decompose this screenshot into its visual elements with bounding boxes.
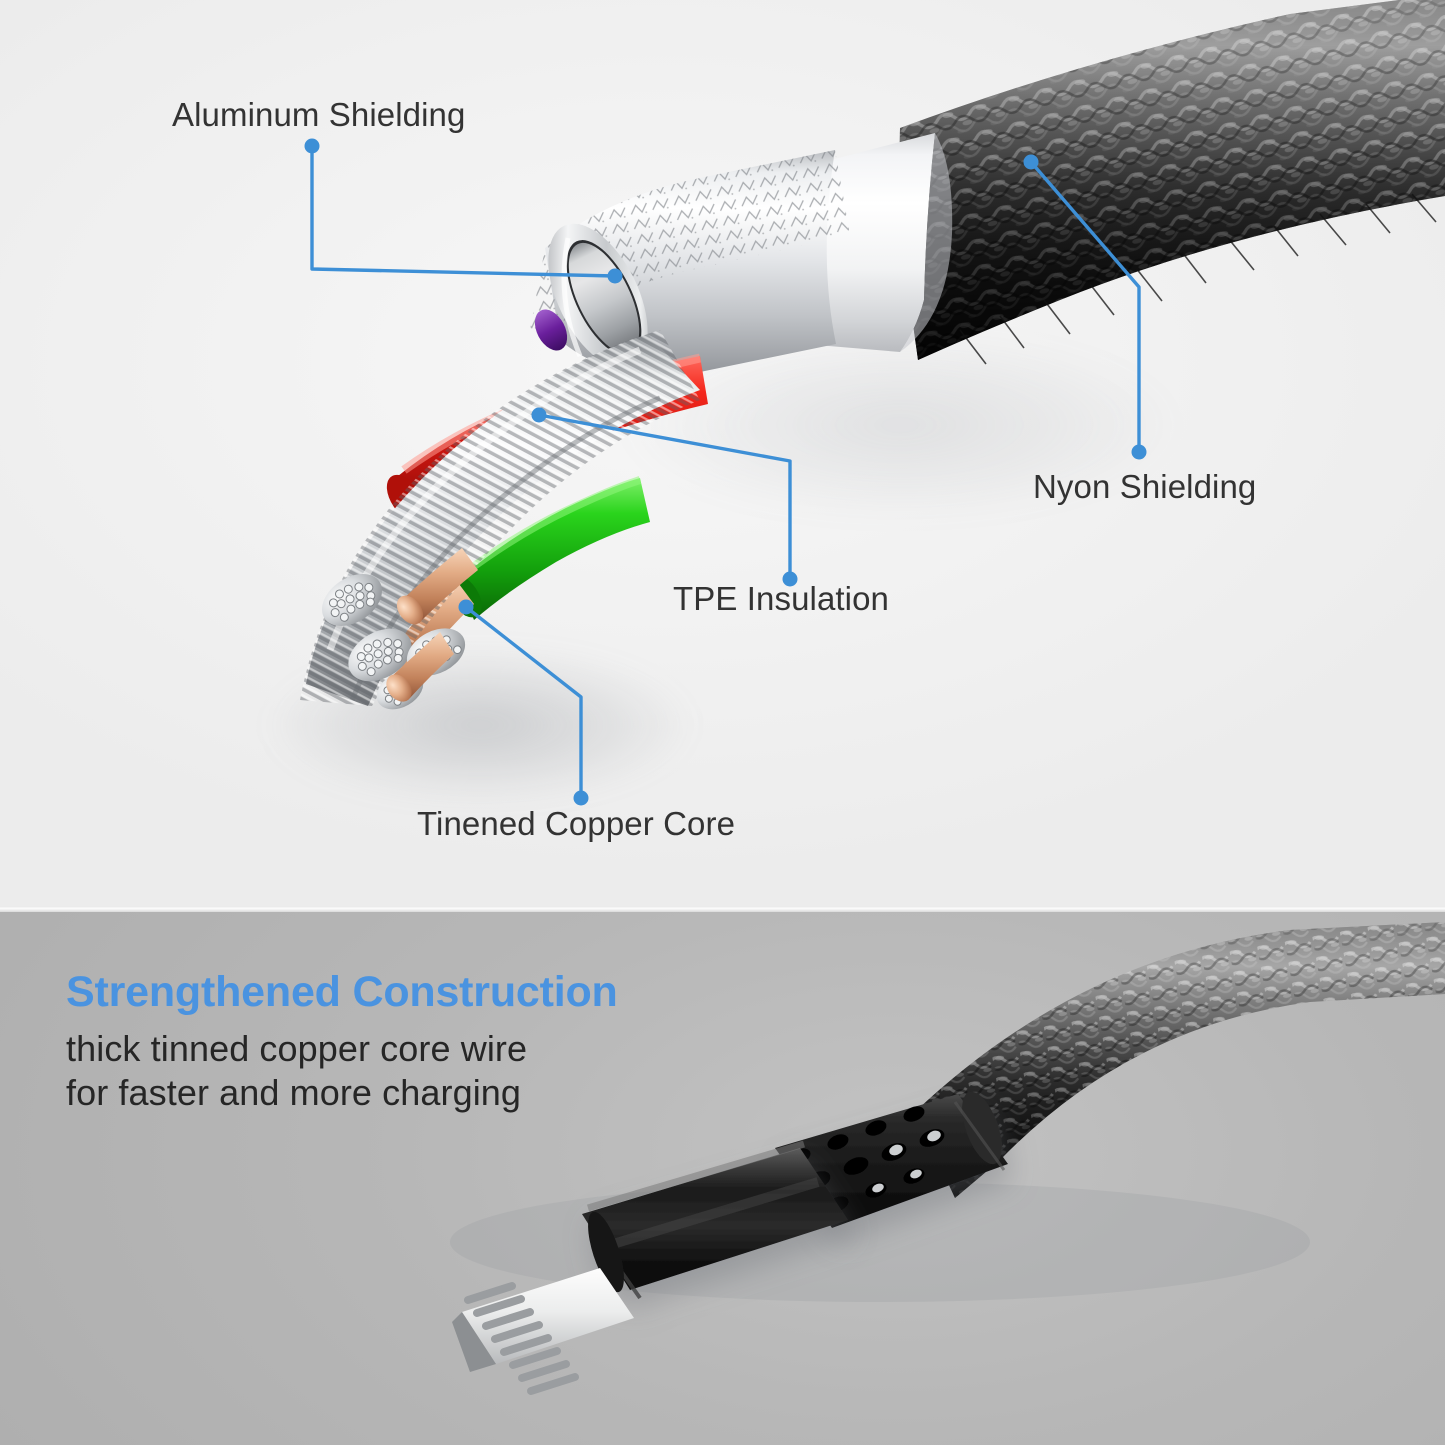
green-wire-copper-core bbox=[398, 580, 474, 664]
tinned-strand-bundles bbox=[322, 574, 466, 710]
bottom-headline: Strengthened Construction bbox=[66, 968, 618, 1016]
contact-pins bbox=[464, 1282, 579, 1395]
braided-cable-bottom bbox=[915, 922, 1445, 1198]
callout-line-aluminum-shielding bbox=[310, 144, 617, 278]
callout-dot-copper-label bbox=[573, 790, 589, 806]
strain-relief-holes bbox=[789, 1106, 945, 1212]
panel-divider bbox=[0, 906, 1445, 912]
bottom-panel-strengthened-construction: Strengthened Construction thick tinned c… bbox=[0, 912, 1445, 1445]
callout-dot-aluminum-label bbox=[304, 138, 320, 154]
lightning-contact-plate bbox=[452, 1268, 634, 1395]
callout-dot-nyon-label bbox=[1131, 444, 1147, 460]
callout-dot-tpe-target bbox=[531, 407, 547, 423]
bottom-subtitle-line-2: for faster and more charging bbox=[66, 1072, 522, 1113]
bottom-subtitle-line-1: thick tinned copper core wire bbox=[66, 1028, 528, 1069]
callout-line-nyon-shielding bbox=[1029, 160, 1141, 454]
tinned-copper-braid bbox=[300, 330, 700, 706]
green-insulated-wire bbox=[391, 476, 650, 669]
copper-core-pins bbox=[386, 548, 478, 702]
top-panel-cable-cutaway: Aluminum Shielding Nyon Shielding TPE In… bbox=[0, 0, 1445, 909]
tpe-white-jacket bbox=[786, 133, 953, 352]
callout-lines-layer bbox=[304, 138, 1147, 806]
cable-illustration bbox=[300, 0, 1445, 710]
aluminum-shielding-tube bbox=[530, 150, 850, 375]
callout-label-aluminum-shielding: Aluminum Shielding bbox=[172, 96, 466, 133]
strain-relief-sleeve bbox=[775, 1091, 1008, 1228]
red-wire-copper-core bbox=[352, 508, 424, 596]
nylon-braid-jacket bbox=[898, 0, 1445, 365]
lightning-plug-housing bbox=[582, 1140, 848, 1300]
callout-dot-aluminum-target bbox=[607, 268, 623, 284]
callout-dot-nyon-target bbox=[1023, 154, 1039, 170]
callout-label-tpe-insulation: TPE Insulation bbox=[673, 580, 890, 617]
cutaway-shadow bbox=[270, 650, 690, 800]
callout-label-nyon-shielding: Nyon Shielding bbox=[1033, 468, 1257, 505]
red-insulated-wire bbox=[347, 353, 708, 603]
callout-line-tpe-insulation bbox=[537, 413, 792, 581]
violet-wire bbox=[534, 309, 568, 351]
callout-dot-copper-target bbox=[458, 599, 474, 615]
callout-label-tinened-copper-core: Tinened Copper Core bbox=[417, 805, 736, 842]
callout-line-tinened-copper-core bbox=[464, 605, 583, 800]
